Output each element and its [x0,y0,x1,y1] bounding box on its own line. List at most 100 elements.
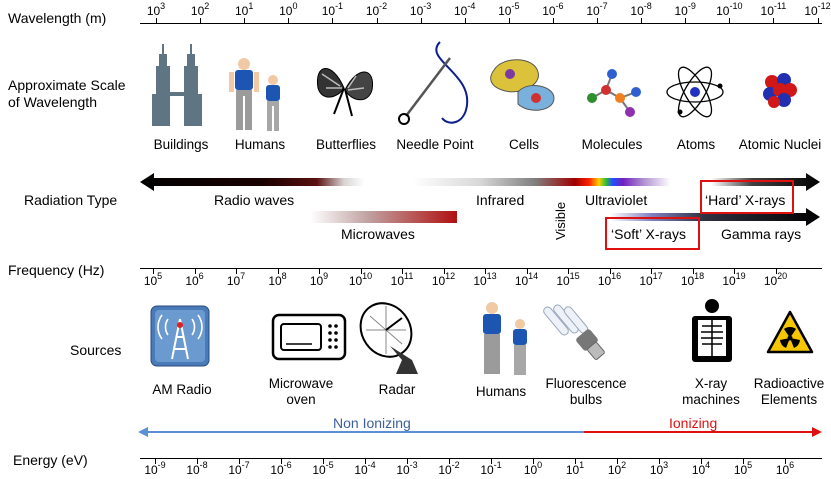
wavelength-axis [140,23,822,24]
frequency-tick-label: 106 [185,271,204,288]
energy-tick-label: 10-5 [312,460,334,477]
energy-tick [365,458,366,464]
caption-fluorescence-line1: Fluorescence [545,376,627,391]
energy-tick-label: 10-2 [438,460,460,477]
radiation-row-label: Radiation Type [24,192,118,208]
caption-radioactive-elements: Radioactive Elements [754,376,825,408]
radioactive-icon [766,310,814,354]
energy-tick [239,458,240,464]
frequency-tick [775,268,777,274]
energy-tick [617,458,618,464]
energy-tick [449,458,450,464]
wavelength-tick-label: 101 [235,1,254,18]
needle-icon [398,41,469,125]
frequency-tick-label: 1017 [639,271,663,288]
wavelength-tick [156,18,157,24]
wavelength-tick-label: 10-2 [365,1,388,18]
frequency-tick-label: 1014 [514,271,539,288]
energy-tick-label: 10-8 [186,460,208,477]
wavelength-tick [420,18,422,24]
cells-icon [490,59,555,111]
caption-buildings: Buildings [153,137,209,152]
scale-row-label: Approximate Scale of Wavelength [8,77,126,111]
am-radio-icon [150,305,210,367]
wavelength-tick-label: 103 [146,1,166,18]
energy-tick-label: 104 [691,460,711,477]
energy-tick-label: 10-6 [270,460,292,477]
frequency-tick-label: 1018 [680,271,705,288]
atomic-nucleus-icon [763,73,797,108]
caption-xray-line2: machines [682,392,740,407]
energy-tick-label: 10-9 [144,460,166,477]
energy-tick [491,458,492,464]
energy-tick-label: 10-4 [354,460,376,477]
frequency-tick [692,268,694,274]
caption-xray-line1: X-ray [694,376,728,391]
wavelength-tick-label: 10-4 [454,1,476,18]
energy-tick [701,458,702,464]
energy-tick-label: 10-1 [480,460,502,477]
caption-xray-machines: X-ray machines [682,376,740,408]
caption-microwave-line1: Microwave [268,376,334,391]
energy-tick-label: 100 [523,460,543,477]
wavelength-tick-label: 10-9 [674,1,696,18]
wavelength-tick [685,18,687,24]
frequency-tick [443,268,445,274]
wavelength-tick-label: 10-5 [498,1,520,18]
caption-am-radio: AM Radio [152,382,212,397]
frequency-tick-label: 1015 [556,271,580,288]
frequency-tick [277,268,279,274]
caption-atomic-nuclei: Atomic Nuclei [738,137,822,152]
frequency-tick-label: 1010 [348,271,373,288]
caption-fluorescence-line2: bulbs [569,392,603,407]
energy-tick [659,458,660,464]
caption-microwave-line2: oven [286,392,316,407]
label-hard-xrays: ‘Hard’ X-rays [705,192,786,208]
frequency-tick [651,268,652,274]
atom-icon [666,66,724,118]
wavelength-tick-label: 10-10 [716,1,743,18]
frequency-tick [734,268,735,274]
frequency-axis [140,268,822,269]
frequency-tick-label: 107 [226,271,246,288]
wavelength-row-label: Wavelength (m) [8,10,107,26]
non-ionizing-arrowhead [138,427,148,437]
soft-xrays-highlight-box [605,217,700,250]
energy-axis [140,458,822,459]
energy-tick [155,458,156,464]
label-visible: Visible [553,201,568,240]
energy-tick [533,458,534,464]
frequency-tick [153,268,154,274]
energy-tick-label: 10-3 [396,460,418,477]
wavelength-tick-label: 10-11 [760,1,787,18]
wavelength-tick-label: 100 [279,1,298,18]
label-ionizing: Ionizing [669,415,718,431]
frequency-row-label: Frequency (Hz) [8,262,105,278]
caption-radar: Radar [378,382,416,397]
wavelength-tick [200,18,202,24]
caption-humans: Humans [234,137,286,152]
microwave-oven-icon [271,313,347,361]
buildings-icon [152,44,202,126]
caption-sources-humans: Humans [475,384,527,399]
frequency-tick-label: 109 [309,271,329,288]
wavelength-tick-label: 10-3 [409,1,432,18]
caption-atoms: Atoms [676,137,716,152]
frequency-tick [609,268,611,274]
energy-tick [407,458,408,464]
wavelength-tick-label: 10-1 [321,1,344,18]
wavelength-tick [641,18,643,24]
wavelength-tick [773,18,775,24]
wavelength-tick [597,18,598,24]
energy-tick-label: 102 [607,460,627,477]
energy-tick-label: 106 [775,460,795,477]
energy-tick [323,458,324,464]
scale-row-label-line2: of Wavelength [8,94,97,110]
frequency-tick [319,268,320,274]
energy-tick [281,458,282,464]
wavelength-tick [288,18,290,24]
energy-row-label: Energy (eV) [13,452,88,468]
caption-radioactive-line2: Elements [760,392,818,407]
wavelength-tick-label: 10-8 [630,1,652,18]
caption-cells: Cells [508,137,540,152]
